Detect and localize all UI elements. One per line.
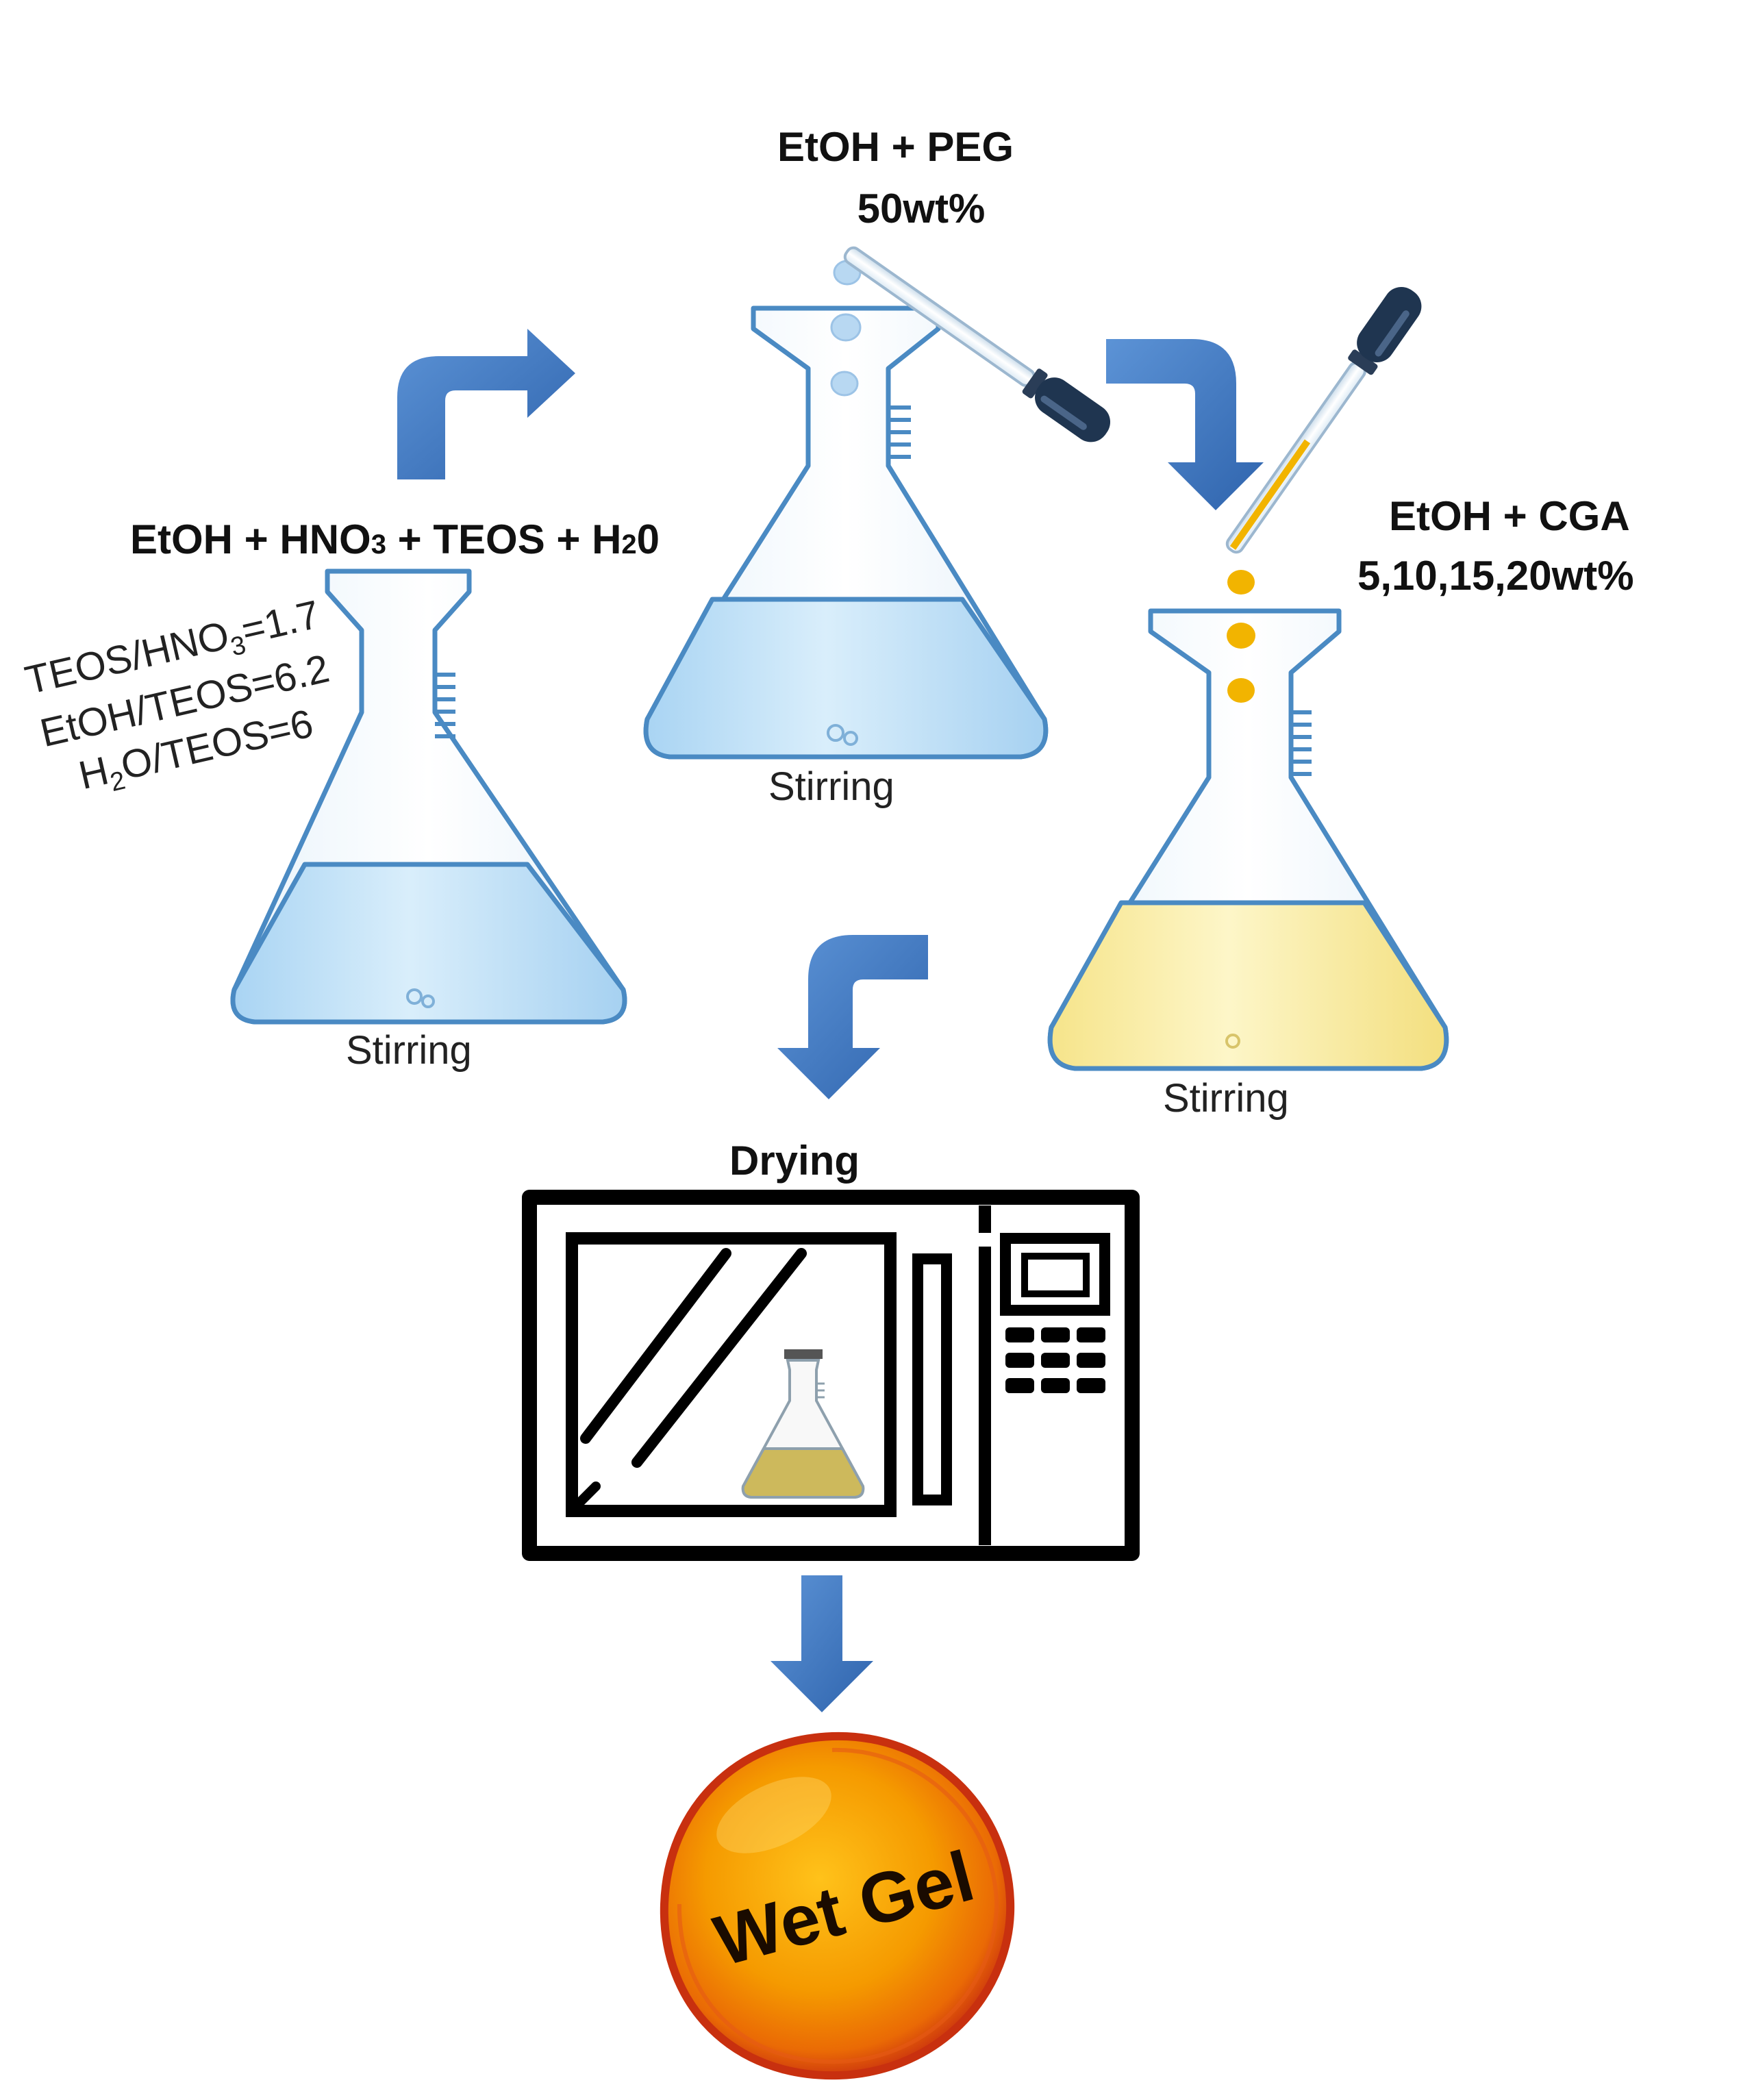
flask-3 bbox=[1047, 570, 1449, 1071]
flask-1 bbox=[230, 568, 627, 1025]
arrow-3 bbox=[777, 935, 928, 1099]
flask-in-microwave bbox=[741, 1349, 865, 1499]
step1-action: Stirring bbox=[346, 1028, 472, 1073]
arrow-4 bbox=[771, 1575, 873, 1712]
microwave-oven bbox=[522, 1190, 1140, 1561]
dropper-1 bbox=[843, 246, 1111, 442]
keypad bbox=[1005, 1327, 1105, 1393]
step3-reagents: EtOH + CGA 5,10,15,20wt% bbox=[1357, 493, 1634, 599]
arrow-1 bbox=[397, 329, 575, 479]
step4-action: Drying bbox=[729, 1138, 860, 1184]
step1-reagents: EtOH + HNO3 + TEOS + H20 bbox=[130, 516, 660, 562]
wet-gel-blob bbox=[660, 1732, 1015, 2080]
flask-2 bbox=[643, 260, 1049, 760]
dropper-2 bbox=[1225, 286, 1422, 554]
step3-action: Stirring bbox=[1163, 1076, 1289, 1121]
step2-reagents: EtOH + PEG 50wt% bbox=[777, 124, 1014, 232]
step2-action: Stirring bbox=[768, 764, 894, 809]
arrow-2 bbox=[1106, 339, 1264, 510]
